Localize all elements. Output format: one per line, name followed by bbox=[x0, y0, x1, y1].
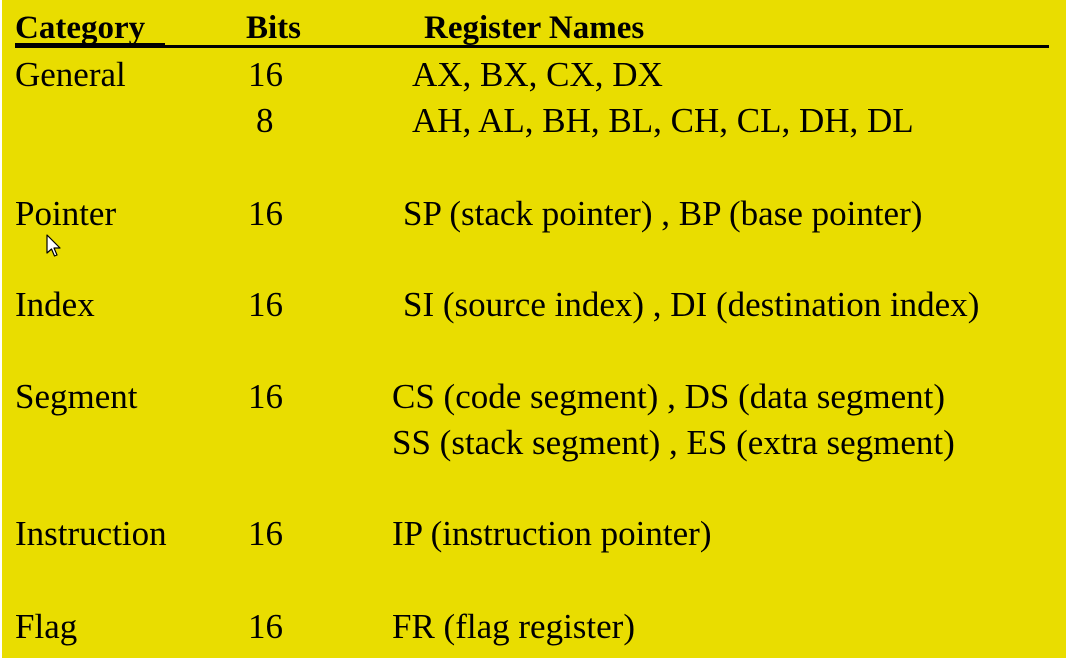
row-instruction-bits: 16 bbox=[248, 514, 283, 553]
row-general-names: AX, BX, CX, DX bbox=[412, 55, 663, 94]
row-segment-category: Segment bbox=[15, 377, 138, 416]
row-segment-2-names: SS (stack segment) , ES (extra segment) bbox=[392, 423, 955, 462]
row-general-category: General bbox=[15, 55, 126, 94]
row-flag-category: Flag bbox=[15, 607, 78, 646]
header-register-names: Register Names bbox=[424, 10, 645, 46]
row-general-8-names: AH, AL, BH, BL, CH, CL, DH, DL bbox=[412, 101, 914, 140]
row-pointer-bits: 16 bbox=[248, 194, 283, 233]
row-flag-names: FR (flag register) bbox=[392, 607, 635, 646]
header-bits: Bits bbox=[246, 10, 302, 46]
row-instruction-category: Instruction bbox=[15, 514, 167, 553]
header-rule bbox=[15, 45, 1049, 48]
row-instruction-names: IP (instruction pointer) bbox=[392, 514, 712, 553]
mouse-pointer-icon bbox=[46, 234, 61, 257]
row-general-bits: 16 bbox=[248, 55, 283, 94]
row-pointer-names: SP (stack pointer) , BP (base pointer) bbox=[403, 194, 923, 233]
row-general-8-bits: 8 bbox=[256, 101, 274, 140]
row-flag-bits: 16 bbox=[248, 607, 283, 646]
header-category: Category bbox=[15, 10, 146, 46]
header-category-underline bbox=[15, 43, 165, 46]
row-index-names: SI (source index) , DI (destination inde… bbox=[403, 285, 980, 324]
row-segment-bits: 16 bbox=[248, 377, 283, 416]
row-segment-names: CS (code segment) , DS (data segment) bbox=[392, 377, 946, 416]
row-pointer-category: Pointer bbox=[15, 194, 117, 233]
row-index-category: Index bbox=[15, 285, 95, 324]
row-index-bits: 16 bbox=[248, 285, 283, 324]
